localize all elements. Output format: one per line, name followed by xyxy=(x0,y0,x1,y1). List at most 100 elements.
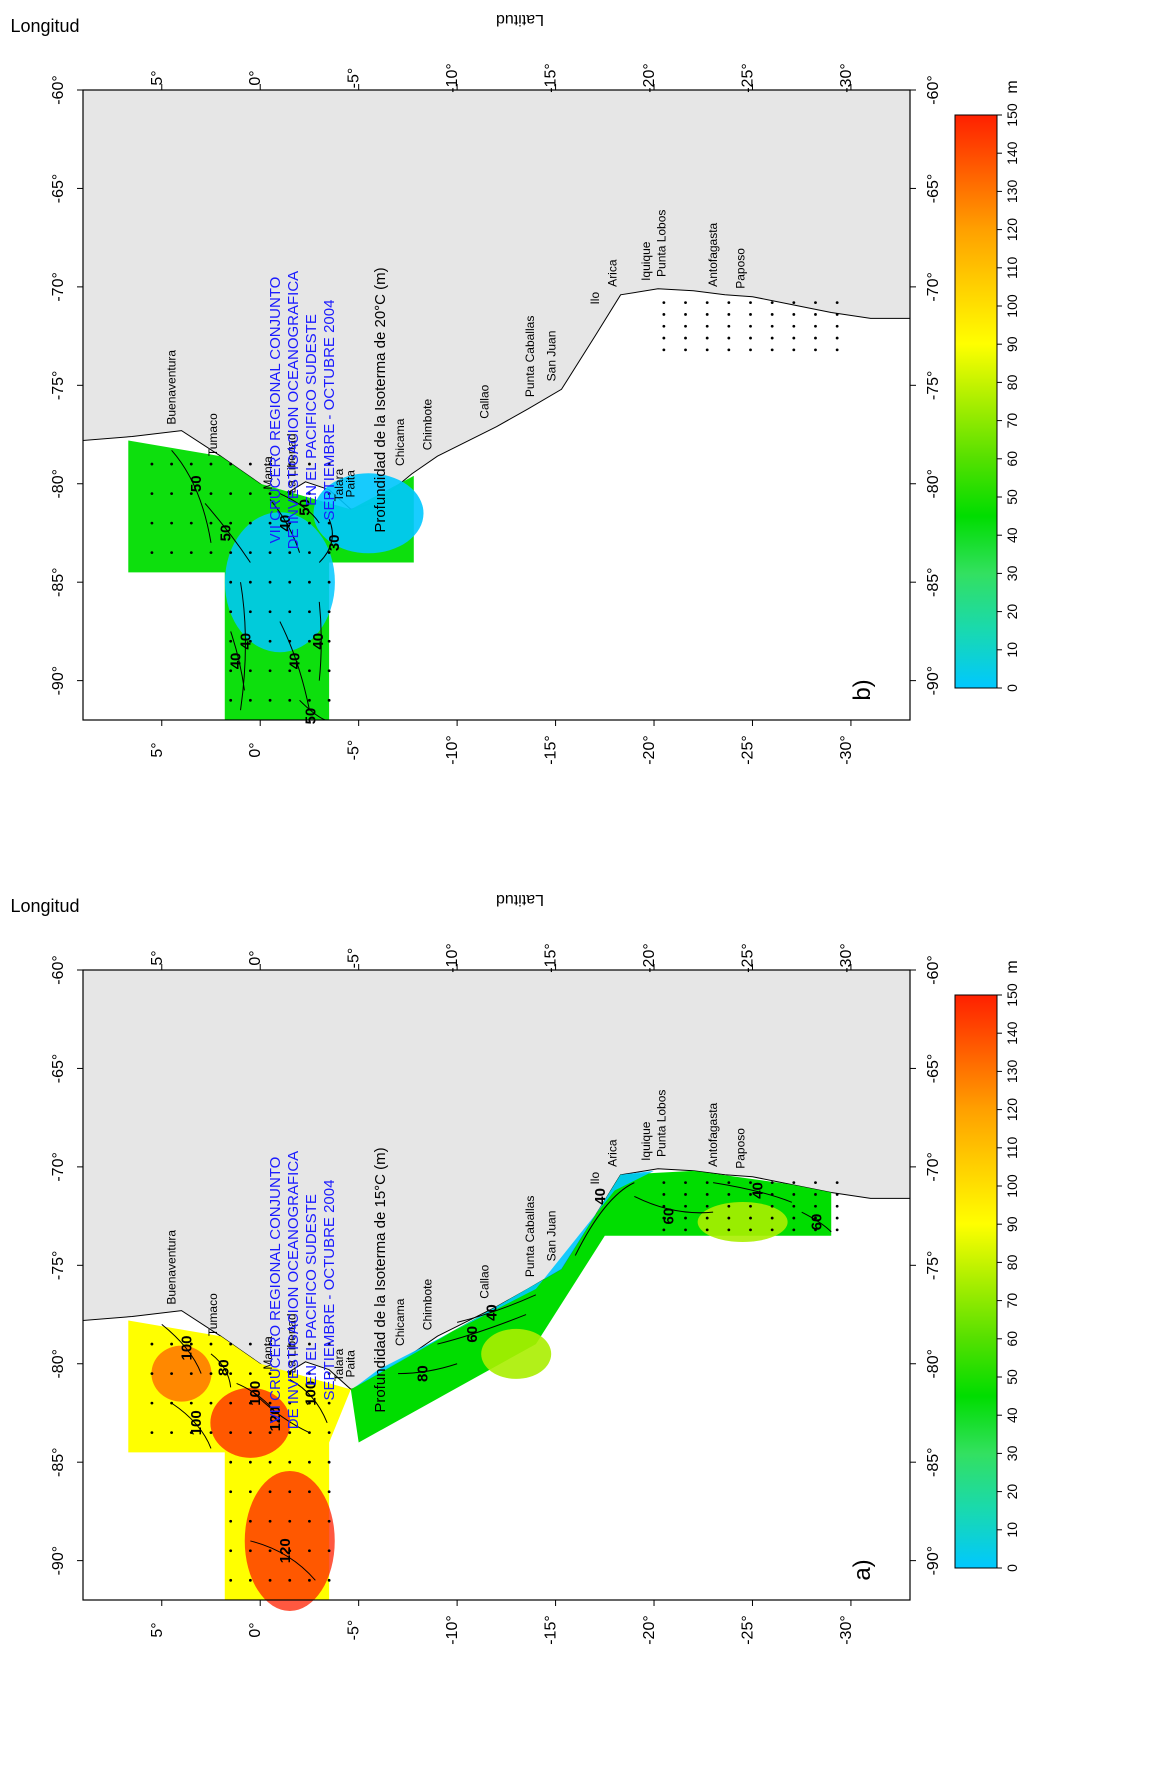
lat-tick-label-top: 0° xyxy=(247,950,264,965)
contour-label: 60 xyxy=(464,1326,481,1343)
map-panel-15c: -90°-90°-85°-85°-80°-80°-75°-75°-70°-70°… xyxy=(0,880,1149,1760)
lon-tick-label-right: -85° xyxy=(925,1447,942,1477)
station-dot xyxy=(308,521,311,525)
field-20c-shallow-south xyxy=(313,473,424,554)
lon-tick-label-right: -90° xyxy=(925,1546,942,1576)
station-dot xyxy=(727,324,731,328)
station-dot xyxy=(792,336,796,340)
station-dot xyxy=(662,1204,666,1208)
station-dot xyxy=(835,324,839,328)
station-dot xyxy=(727,1193,731,1196)
lon-tick-label-left: -75° xyxy=(50,371,67,401)
station-dot xyxy=(229,1342,233,1346)
place-label: Paposo xyxy=(733,1128,747,1169)
contour-line xyxy=(289,1379,328,1423)
lon-tick-label-left: -85° xyxy=(50,567,67,597)
lat-tick-label-bottom: 0° xyxy=(247,742,264,757)
lat-tick-label-top: -30° xyxy=(838,943,855,973)
station-dot xyxy=(308,610,311,614)
station-dot xyxy=(209,1372,213,1375)
station-dot xyxy=(749,1193,752,1196)
station-dot xyxy=(150,1401,154,1405)
colorbar-tick-label: 130 xyxy=(1004,1060,1020,1084)
station-dot xyxy=(327,1372,331,1375)
station-dot xyxy=(268,698,272,702)
lat-tick-label-top: -15° xyxy=(543,63,560,93)
place-label: Paita xyxy=(344,1350,358,1378)
contour-line xyxy=(230,631,245,691)
station-dot xyxy=(248,610,252,614)
station-dot xyxy=(327,462,331,466)
contour-line xyxy=(574,1182,635,1256)
lat-tick-label-top: -25° xyxy=(739,943,756,973)
place-label: Arica xyxy=(605,259,619,287)
station-dot xyxy=(327,551,331,555)
station-dot xyxy=(268,669,272,673)
colorbar-tick-label: 130 xyxy=(1004,180,1020,204)
longitude-axis-title: Longitud xyxy=(10,16,79,36)
station-dot xyxy=(749,348,752,352)
station-dot xyxy=(268,1431,272,1435)
cruise-title-line: DE INVESTIGACION OCEANOGRAFICA xyxy=(285,271,302,549)
colorbar-tick-label: 140 xyxy=(1004,141,1020,165)
station-dot xyxy=(814,1216,817,1220)
station-dot xyxy=(268,1460,272,1464)
latitude-axis-title: Latitud xyxy=(496,891,544,908)
station-dot xyxy=(662,348,666,352)
station-dots xyxy=(150,1181,839,1582)
station-dot xyxy=(248,639,252,643)
station-dot xyxy=(150,1342,154,1346)
station-dot xyxy=(705,1181,709,1185)
station-dot xyxy=(727,348,731,352)
lat-tick-label-top: -20° xyxy=(641,943,658,973)
lat-tick-label-bottom: -15° xyxy=(543,1615,560,1645)
station-dot xyxy=(327,1490,331,1494)
station-dot xyxy=(288,521,292,525)
contour-line xyxy=(299,699,326,721)
contour-label: 40 xyxy=(749,1182,766,1199)
lat-tick-label-bottom: -15° xyxy=(543,735,560,765)
station-dot xyxy=(835,301,839,305)
place-label: Manta xyxy=(261,1336,275,1370)
colorbar-tick-label: 40 xyxy=(1004,1407,1020,1423)
station-dot xyxy=(288,610,292,614)
station-dot xyxy=(792,1193,796,1196)
station-dot xyxy=(308,1549,311,1553)
station-dot xyxy=(749,1228,752,1232)
station-dot xyxy=(288,580,292,584)
station-dot xyxy=(268,462,272,466)
colorbar-tick-label: 0 xyxy=(1004,1564,1020,1572)
station-dot xyxy=(268,1372,272,1375)
colorbar-tick-label: 30 xyxy=(1004,1445,1020,1461)
colorbar-tick-label: 150 xyxy=(1004,983,1020,1007)
colorbar-tick-label: 10 xyxy=(1004,642,1020,658)
station-dot xyxy=(727,1181,731,1185)
station-dot xyxy=(327,1578,331,1582)
station-dot xyxy=(248,462,252,466)
station-dot xyxy=(705,324,709,328)
field-15c-lime-south xyxy=(697,1202,788,1242)
cruise-title-line: SEPTIEMBRE - OCTUBRE 2004 xyxy=(321,300,338,521)
contour-label: 50 xyxy=(296,499,313,516)
lat-tick-label-top: -25° xyxy=(739,63,756,93)
station-dot xyxy=(705,1204,709,1208)
station-dot xyxy=(209,462,213,466)
station-dot xyxy=(770,1204,774,1208)
station-dot xyxy=(749,1181,752,1185)
station-dot xyxy=(229,551,233,555)
lon-tick-label-left: -65° xyxy=(50,1054,67,1084)
lon-tick-label-left: -70° xyxy=(50,1152,67,1182)
colorbar xyxy=(954,114,998,689)
station-dot xyxy=(268,1578,272,1582)
station-dot xyxy=(248,698,252,702)
station-dot xyxy=(749,313,752,316)
station-dot xyxy=(248,1519,252,1523)
station-dot xyxy=(248,1578,252,1582)
station-dot xyxy=(308,639,311,643)
place-label: Ilo xyxy=(588,292,602,305)
map-frame xyxy=(82,969,911,1601)
colorbar-unit: m xyxy=(1004,960,1021,973)
station-dot xyxy=(835,336,839,340)
station-dot xyxy=(288,1490,292,1494)
station-dot xyxy=(189,1342,193,1346)
